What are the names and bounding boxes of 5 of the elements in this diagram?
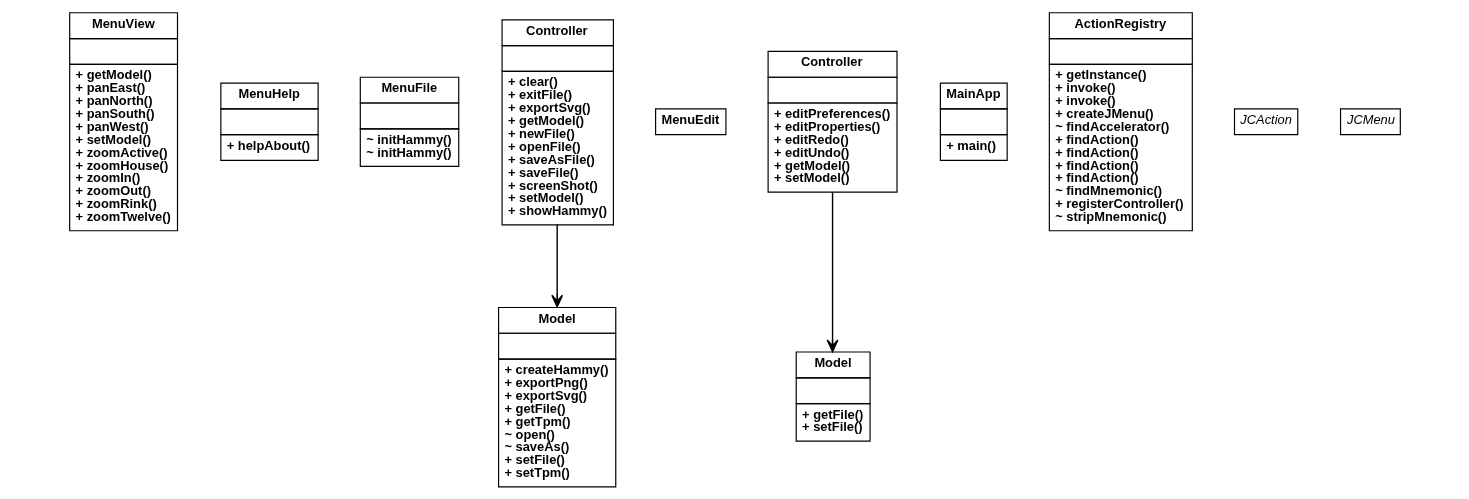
arrow bbox=[826, 191, 839, 353]
node-box: JCMenu bbox=[1339, 108, 1401, 136]
node-box: MenuEdit bbox=[654, 108, 726, 136]
arrow bbox=[550, 223, 563, 308]
node-box: JCAction bbox=[1233, 108, 1298, 136]
